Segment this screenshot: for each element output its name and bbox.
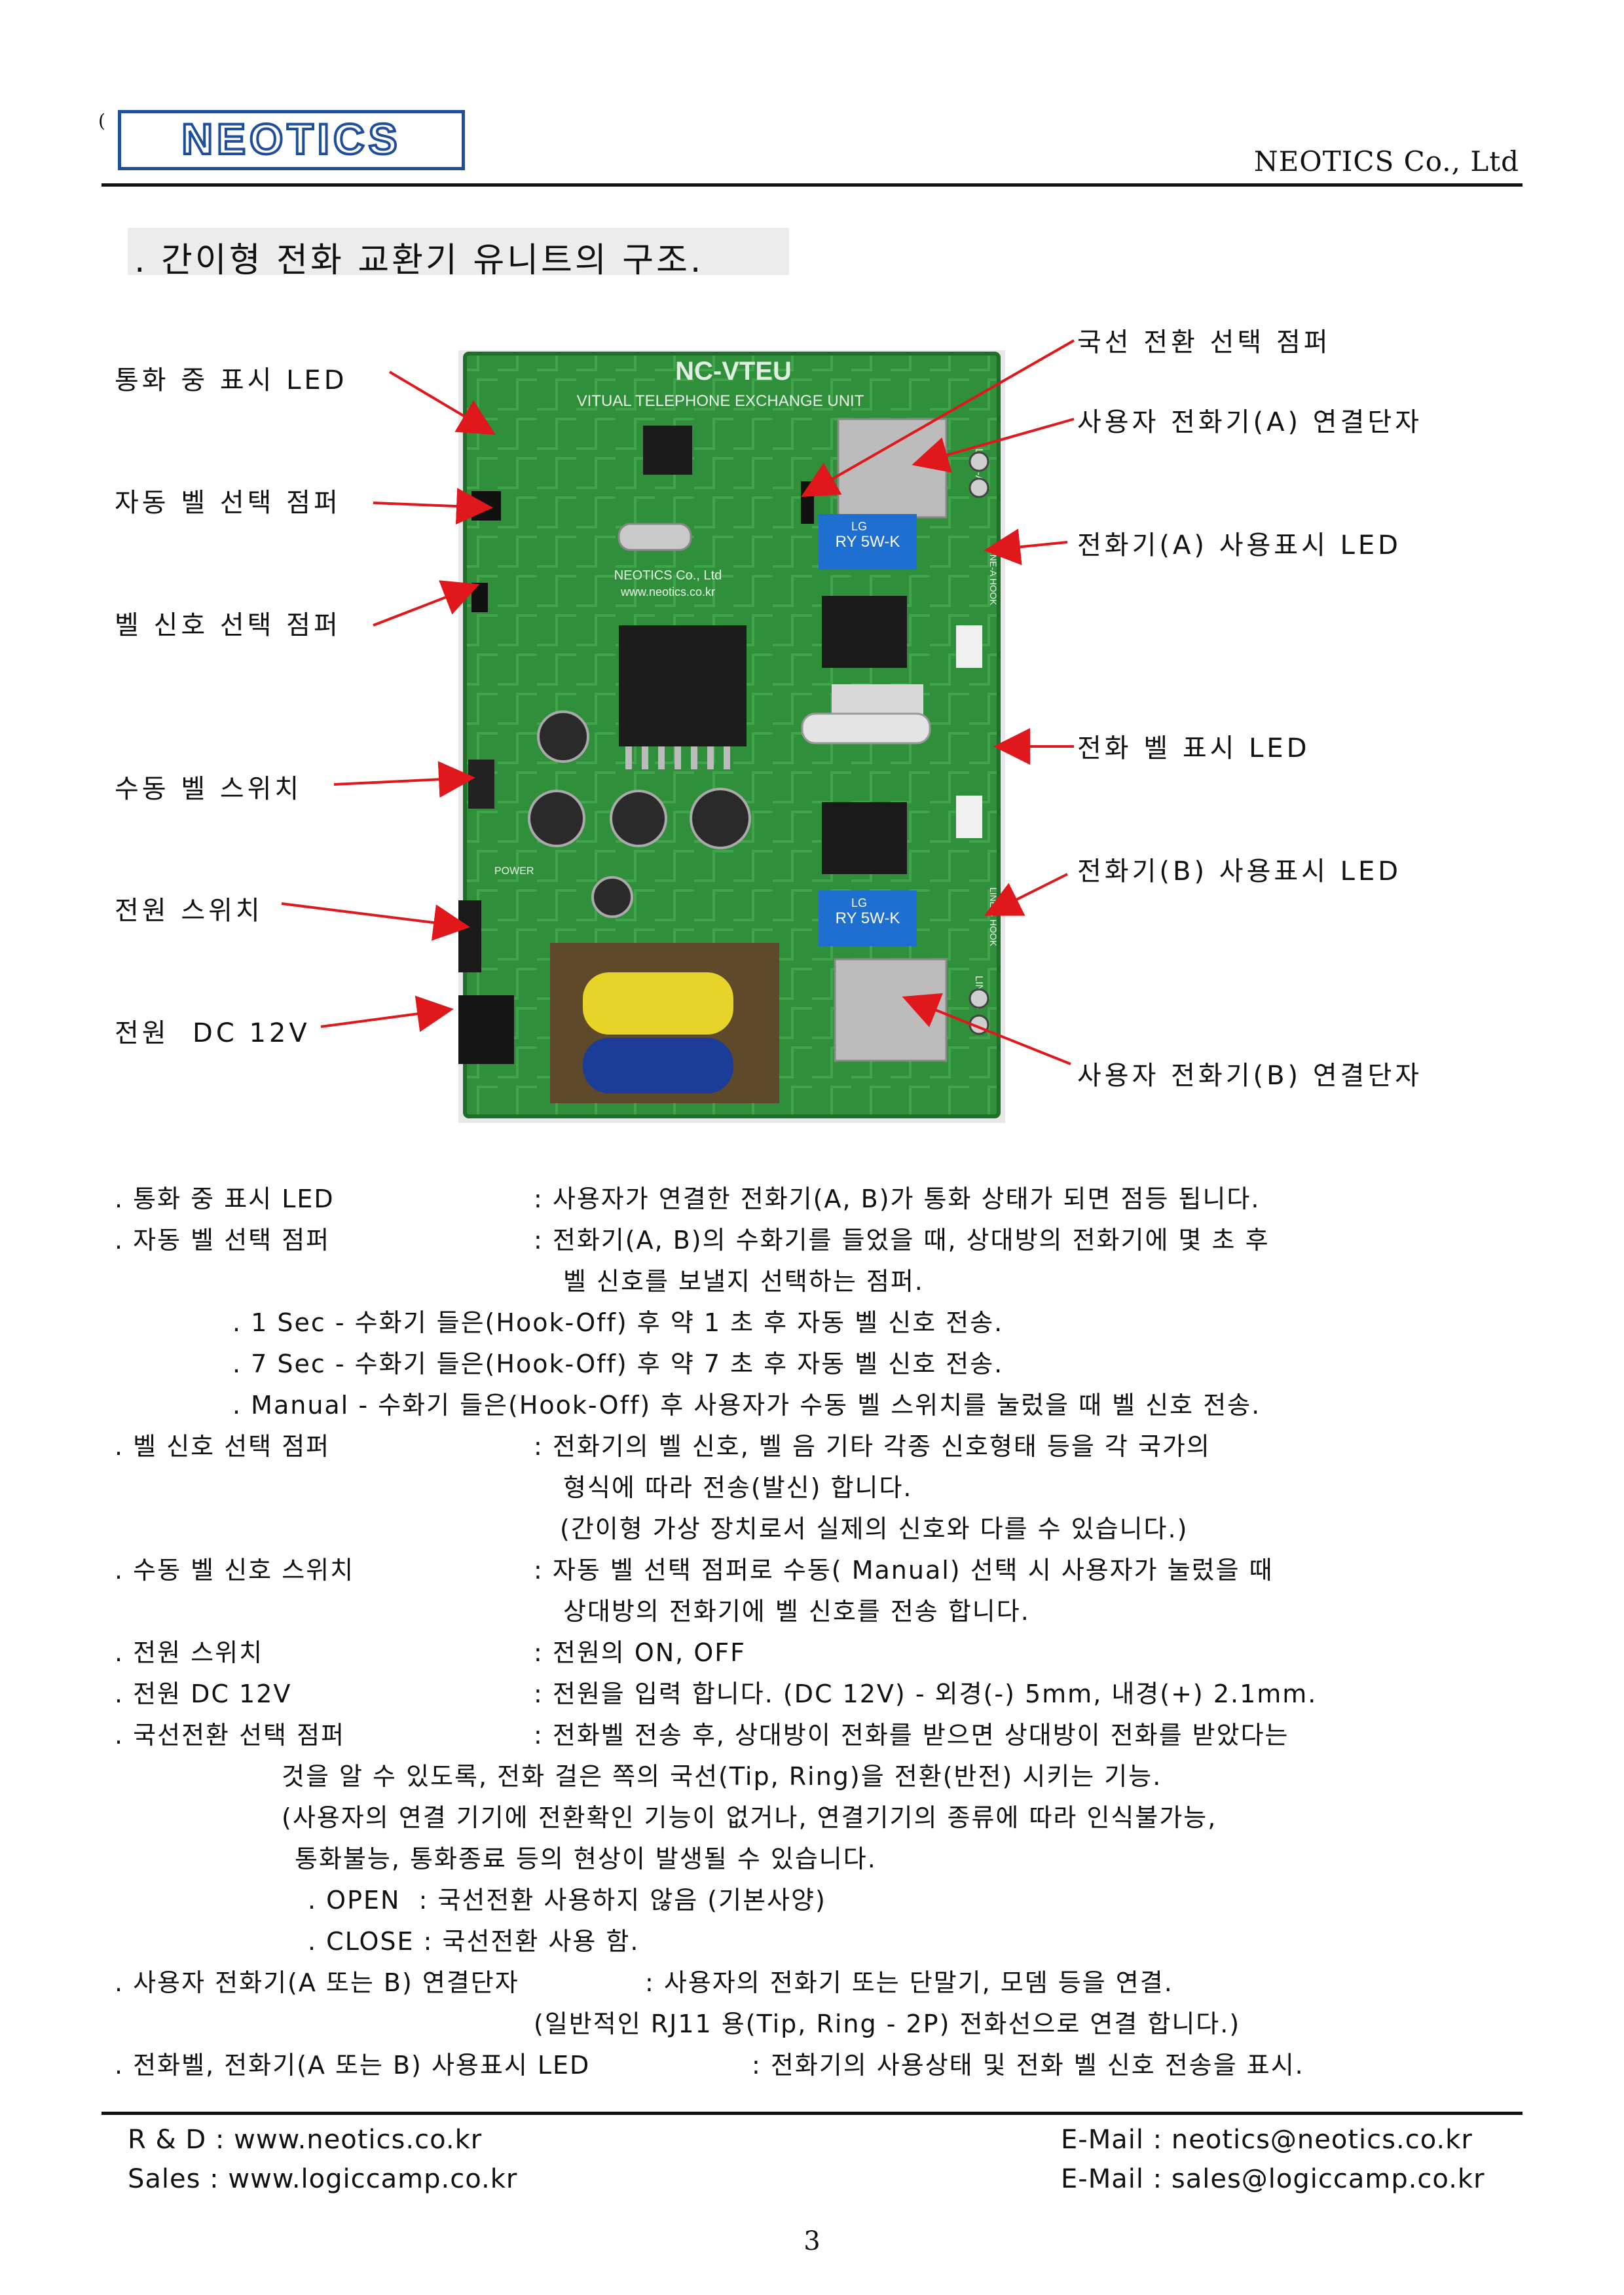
desc-text-power-switch: : 전원의 ON, OFF	[534, 1638, 746, 1667]
callout-line-switch-jumper: 국선 전환 선택 점퍼	[1077, 327, 1331, 358]
desc-label-auto-bell: . 자동 벨 선택 점퍼	[115, 1226, 331, 1255]
desc-text-auto-bell-2: 벨 신호를 보낼지 선택하는 점퍼.	[563, 1267, 924, 1296]
callout-bell-signal-jumper: 벨 신호 선택 점퍼	[115, 610, 341, 640]
arrow-manual-bell-switch	[333, 761, 475, 798]
desc-text-manual-switch: : 자동 벨 선택 점퍼로 수동( Manual) 선택 시 사용자가 눌렀을 …	[534, 1556, 1274, 1585]
desc-label-line-switch: . 국선전환 선택 점퍼	[115, 1721, 345, 1750]
relay-a-label: RY 5W-K	[836, 533, 900, 551]
desc-option-close: . CLOSE : 국선전환 사용 함.	[308, 1927, 640, 1956]
relay-b-brand: LG	[851, 896, 867, 909]
desc-text-line-switch-3: (사용자의 연결 기기에 전환확인 기능이 없거나, 연결기기의 종류에 따라 …	[282, 1803, 1217, 1832]
callout-manual-bell-switch: 수동 벨 스위치	[115, 774, 303, 804]
desc-text-line-switch: : 전화벨 전송 후, 상대방이 전화를 받으면 상대방이 전화를 받았다는	[534, 1721, 1289, 1750]
board-model: NC-VTEU	[675, 357, 792, 386]
desc-text-phone-terminal-2: (일반적인 RJ11 용(Tip, Ring - 2P) 전화선으로 연결 합니…	[534, 2010, 1241, 2038]
section-title: . 간이형 전화 교환기 유니트의 구조.	[134, 241, 704, 280]
header-paren: (	[98, 110, 105, 132]
desc-label-phone-terminal: . 사용자 전화기(A 또는 B) 연결단자	[115, 1968, 519, 1997]
callout-phone-b-led: 전화기(B) 사용표시 LED	[1077, 856, 1402, 887]
arrow-phone-b-led	[984, 873, 1068, 916]
arrow-line-switch-jumper	[801, 339, 1075, 497]
desc-option-open: . OPEN : 국선전환 사용하지 않음 (기본사양)	[308, 1886, 826, 1915]
arrow-power-switch	[281, 902, 470, 941]
callout-power-switch: 전원 스위치	[115, 896, 263, 926]
desc-label-in-call-led: . 통화 중 표시 LED	[115, 1184, 335, 1213]
desc-label-power-dc: . 전원 DC 12V	[115, 1680, 292, 1708]
arrow-power-dc	[320, 995, 454, 1033]
footer-email-rd: E-Mail : neotics@neotics.co.kr	[1061, 2125, 1473, 2155]
footer-email-sales: E-Mail : sales@logiccamp.co.kr	[1061, 2164, 1485, 2194]
arrow-in-call-led	[388, 371, 496, 435]
relay-b-label: RY 5W-K	[836, 909, 900, 927]
relay-a-brand: LG	[851, 520, 867, 533]
arrow-bell-signal-jumper	[373, 580, 480, 627]
neotics-logo: NEOTICS	[118, 110, 465, 170]
title-highlight	[128, 228, 789, 275]
desc-text-bell-signal: : 전화기의 벨 신호, 벨 음 기타 각종 신호형태 등을 각 국가의	[534, 1432, 1211, 1461]
callout-phone-a-led: 전화기(A) 사용표시 LED	[1077, 530, 1401, 560]
desc-label-manual-switch: . 수동 벨 신호 스위치	[115, 1556, 355, 1585]
desc-text-in-call-led: : 사용자가 연결한 전화기(A, B)가 통화 상태가 되면 점등 됩니다.	[534, 1184, 1261, 1213]
footer-rd: R & D : www.neotics.co.kr	[128, 2125, 483, 2155]
desc-label-power-switch: . 전원 스위치	[115, 1638, 264, 1667]
desc-text-manual-switch-2: 상대방의 전화기에 벨 신호를 전송 합니다.	[563, 1597, 1030, 1626]
desc-text-auto-bell: : 전화기(A, B)의 수화기를 들었을 때, 상대방의 전화기에 몇 초 후	[534, 1226, 1270, 1255]
desc-label-bell-signal: . 벨 신호 선택 점퍼	[115, 1432, 331, 1461]
callout-power-dc: 전원 DC 12V	[115, 1018, 310, 1048]
desc-text-bell-signal-3: (간이형 가상 장치로서 실제의 신호와 다를 수 있습니다.)	[560, 1515, 1189, 1543]
board-power-label: POWER	[494, 866, 534, 877]
arrow-phone-a-led	[984, 528, 1068, 566]
logo-text: NEOTICS	[181, 117, 401, 163]
header-rule	[101, 183, 1522, 187]
callout-auto-bell-jumper: 자동 벨 선택 점퍼	[115, 488, 341, 518]
footer-sales: Sales : www.logiccamp.co.kr	[128, 2164, 518, 2194]
company-name: NEOTICS Co., Ltd	[1253, 145, 1519, 177]
arrow-phone-b-terminal	[902, 993, 1071, 1065]
callout-bell-led: 전화 벨 표시 LED	[1077, 733, 1310, 763]
callout-in-call-led: 통화 중 표시 LED	[115, 365, 348, 395]
desc-text-phone-terminal: : 사용자의 전화기 또는 단말기, 모뎀 등을 연결.	[645, 1968, 1173, 1997]
arrow-phone-a-terminal	[912, 418, 1075, 473]
board-url: www.neotics.co.kr	[620, 585, 715, 598]
desc-label-usage-led: . 전화벨, 전화기(A 또는 B) 사용표시 LED	[115, 2051, 591, 2080]
footer-rule	[101, 2112, 1522, 2115]
desc-text-line-switch-4: 통화불능, 통화종료 등의 현상이 발생될 수 있습니다.	[295, 1845, 877, 1873]
arrow-auto-bell-jumper	[373, 488, 493, 525]
callout-phone-a-terminal: 사용자 전화기(A) 연결단자	[1077, 407, 1423, 437]
board-subtitle: VITUAL TELEPHONE EXCHANGE UNIT	[577, 392, 864, 410]
callout-phone-b-terminal: 사용자 전화기(B) 연결단자	[1077, 1061, 1423, 1091]
desc-option-1sec: . 1 Sec - 수화기 들은(Hook-Off) 후 약 1 초 후 자동 …	[232, 1308, 1004, 1337]
desc-text-power-dc: : 전원을 입력 합니다. (DC 12V) - 외경(-) 5mm, 내경(+…	[534, 1680, 1318, 1708]
desc-text-usage-led: : 전화기의 사용상태 및 전화 벨 신호 전송을 표시.	[752, 2051, 1304, 2080]
desc-text-line-switch-2: 것을 알 수 있도록, 전화 걸은 쪽의 국선(Tip, Ring)을 전환(반…	[282, 1762, 1162, 1791]
desc-option-7sec: . 7 Sec - 수화기 들은(Hook-Off) 후 약 7 초 후 자동 …	[232, 1349, 1004, 1378]
desc-text-bell-signal-2: 형식에 따라 전송(발신) 합니다.	[563, 1473, 913, 1502]
board-maker: NEOTICS Co., Ltd	[614, 568, 722, 583]
callout-arrows	[281, 339, 1075, 1065]
desc-option-manual: . Manual - 수화기 들은(Hook-Off) 후 사용자가 수동 벨 …	[232, 1391, 1261, 1420]
logo-wordmark: NEOTICS	[180, 117, 401, 163]
page-number: 3	[803, 2226, 821, 2256]
